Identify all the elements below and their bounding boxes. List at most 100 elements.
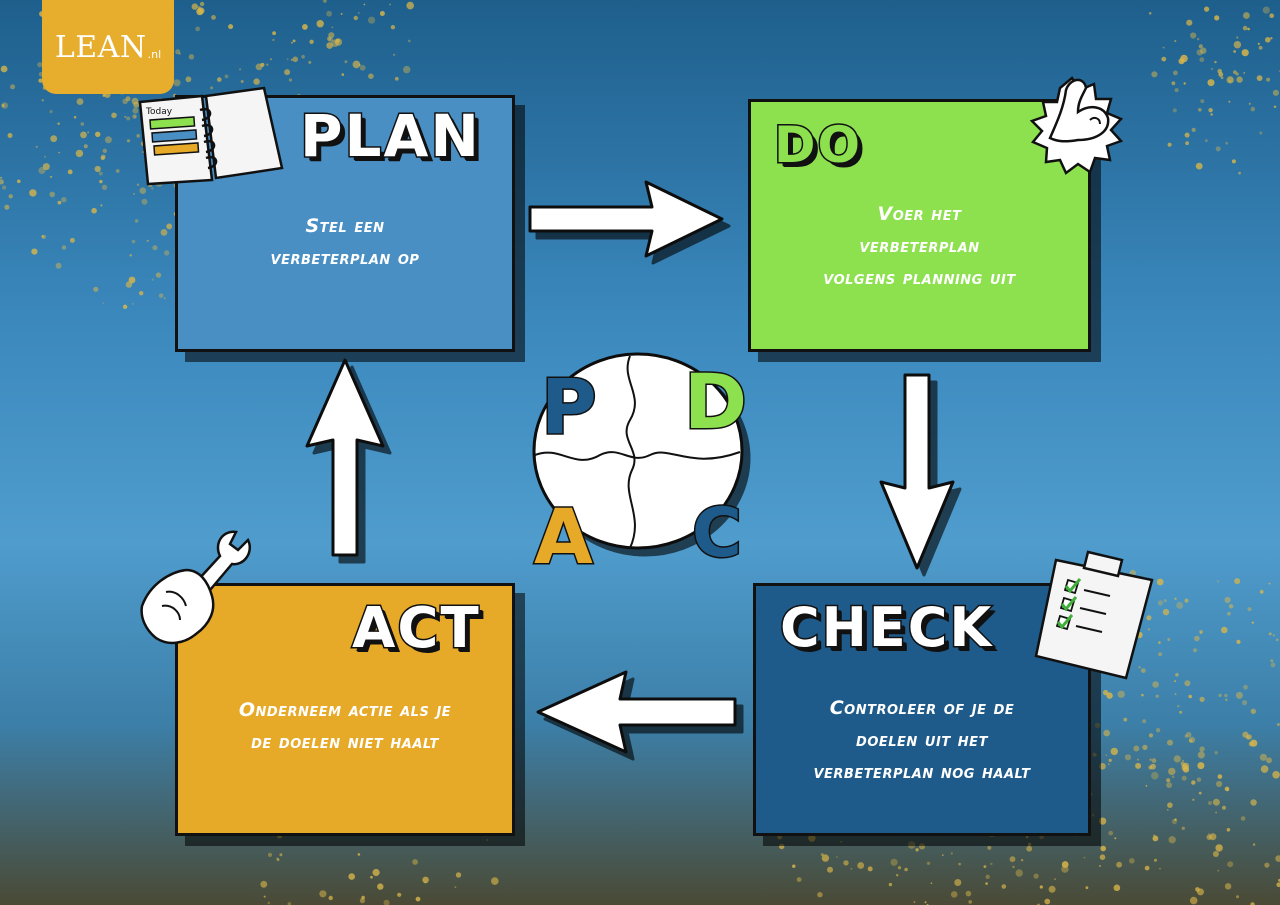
gold-speckle bbox=[1166, 778, 1171, 783]
gold-speckle bbox=[1196, 777, 1202, 782]
gold-speckle bbox=[1243, 684, 1248, 690]
gold-speckle bbox=[1242, 700, 1248, 706]
arrow-right bbox=[528, 180, 724, 258]
gold-speckle bbox=[1228, 100, 1231, 103]
gold-speckle bbox=[1129, 858, 1135, 864]
gold-speckle bbox=[1044, 898, 1051, 905]
gold-speckle bbox=[1158, 641, 1161, 644]
gold-speckle bbox=[779, 843, 785, 850]
gold-speckle bbox=[125, 96, 131, 102]
gold-speckle bbox=[965, 890, 972, 897]
gold-speckle bbox=[58, 151, 60, 154]
gold-speckle bbox=[987, 845, 992, 850]
gold-speckle bbox=[1250, 799, 1257, 806]
gold-speckle bbox=[102, 148, 108, 153]
gold-speckle bbox=[98, 171, 103, 176]
gold-speckle bbox=[1183, 82, 1186, 85]
gold-speckle bbox=[93, 286, 99, 292]
gold-speckle bbox=[309, 39, 314, 44]
gold-speckle bbox=[1181, 775, 1187, 781]
gold-speckle bbox=[104, 136, 112, 144]
gold-speckle bbox=[820, 853, 824, 857]
gold-speckle bbox=[1228, 604, 1234, 609]
gold-speckle bbox=[348, 873, 356, 880]
gold-speckle bbox=[1138, 666, 1141, 669]
gold-speckle bbox=[1026, 845, 1033, 852]
gold-speckle bbox=[1216, 580, 1219, 583]
gold-speckle bbox=[379, 11, 385, 16]
gold-speckle bbox=[907, 841, 916, 849]
gold-speckle bbox=[57, 200, 62, 205]
gold-speckle bbox=[1168, 767, 1176, 776]
gold-speckle bbox=[240, 80, 244, 83]
gold-speckle bbox=[1227, 611, 1231, 616]
center-letter-p: P bbox=[541, 362, 597, 451]
gold-speckle bbox=[1197, 762, 1205, 770]
gold-speckle bbox=[136, 183, 140, 186]
gold-speckle bbox=[1250, 708, 1257, 714]
gold-speckle bbox=[1275, 638, 1279, 642]
gold-speckle bbox=[41, 235, 44, 238]
gold-speckle bbox=[49, 110, 53, 114]
gold-speckle bbox=[1177, 705, 1180, 708]
gold-speckle bbox=[323, 0, 327, 3]
act-description: Onderneem actie als je de doelen niet ha… bbox=[178, 694, 512, 758]
gold-speckle bbox=[17, 179, 21, 184]
gold-speckle bbox=[486, 839, 489, 841]
gold-speckle bbox=[808, 834, 816, 842]
gold-speckle bbox=[1189, 896, 1198, 905]
gold-speckle bbox=[359, 898, 365, 904]
gold-speckle bbox=[126, 116, 131, 121]
gold-speckle bbox=[1208, 108, 1213, 113]
do-line: volgens planning uit bbox=[823, 267, 1016, 289]
gold-speckle bbox=[1199, 57, 1205, 63]
gold-speckle bbox=[37, 62, 43, 68]
gold-speckle bbox=[1168, 836, 1176, 844]
gold-speckle bbox=[286, 58, 289, 60]
act-line: de doelen niet haalt bbox=[251, 731, 439, 753]
do-line: Voer het bbox=[877, 203, 962, 225]
gold-speckle bbox=[1226, 76, 1234, 84]
gold-speckle bbox=[301, 54, 305, 59]
gold-speckle bbox=[1204, 139, 1208, 143]
gold-speckle bbox=[1100, 845, 1106, 852]
gold-speckle bbox=[1199, 630, 1203, 634]
gold-speckle bbox=[1248, 102, 1251, 105]
gold-speckle bbox=[1184, 132, 1190, 138]
gold-speckle bbox=[99, 179, 103, 184]
gold-speckle bbox=[4, 204, 10, 210]
gold-speckle bbox=[1162, 608, 1170, 616]
clipboard-checklist-icon bbox=[1034, 550, 1154, 680]
gold-speckle bbox=[1194, 635, 1200, 642]
gold-speckle bbox=[867, 866, 873, 872]
gold-speckle bbox=[1197, 888, 1204, 896]
gold-speckle bbox=[817, 892, 823, 898]
gold-speckle bbox=[1224, 596, 1231, 604]
plan-card: Stel een verbeterplan op bbox=[175, 95, 515, 352]
plan-line: Stel een bbox=[305, 215, 385, 237]
gold-speckle bbox=[326, 10, 332, 17]
notebook-label: Today bbox=[145, 107, 173, 117]
gold-speckle bbox=[139, 187, 147, 194]
gold-speckle bbox=[415, 896, 421, 902]
check-title: CHECK bbox=[778, 595, 994, 661]
gold-speckle bbox=[0, 176, 3, 179]
gold-speckle bbox=[1156, 578, 1164, 586]
gold-speckle bbox=[124, 115, 127, 118]
gold-speckle bbox=[1240, 816, 1246, 821]
gold-speckle bbox=[133, 193, 135, 195]
gold-speckle bbox=[1149, 758, 1152, 761]
gold-speckle bbox=[1145, 785, 1148, 787]
gold-speckle bbox=[1211, 67, 1214, 71]
gold-speckle bbox=[1206, 834, 1212, 840]
gold-speckle bbox=[83, 144, 88, 149]
gold-speckle bbox=[42, 163, 50, 171]
gold-speckle bbox=[1159, 867, 1161, 870]
gold-speckle bbox=[1144, 865, 1150, 871]
gold-speckle bbox=[260, 62, 265, 67]
gold-speckle bbox=[1217, 68, 1222, 74]
gold-speckle bbox=[1250, 739, 1258, 747]
gold-speckle bbox=[100, 155, 106, 161]
lean-logo[interactable]: LEAN.nl bbox=[42, 0, 174, 94]
